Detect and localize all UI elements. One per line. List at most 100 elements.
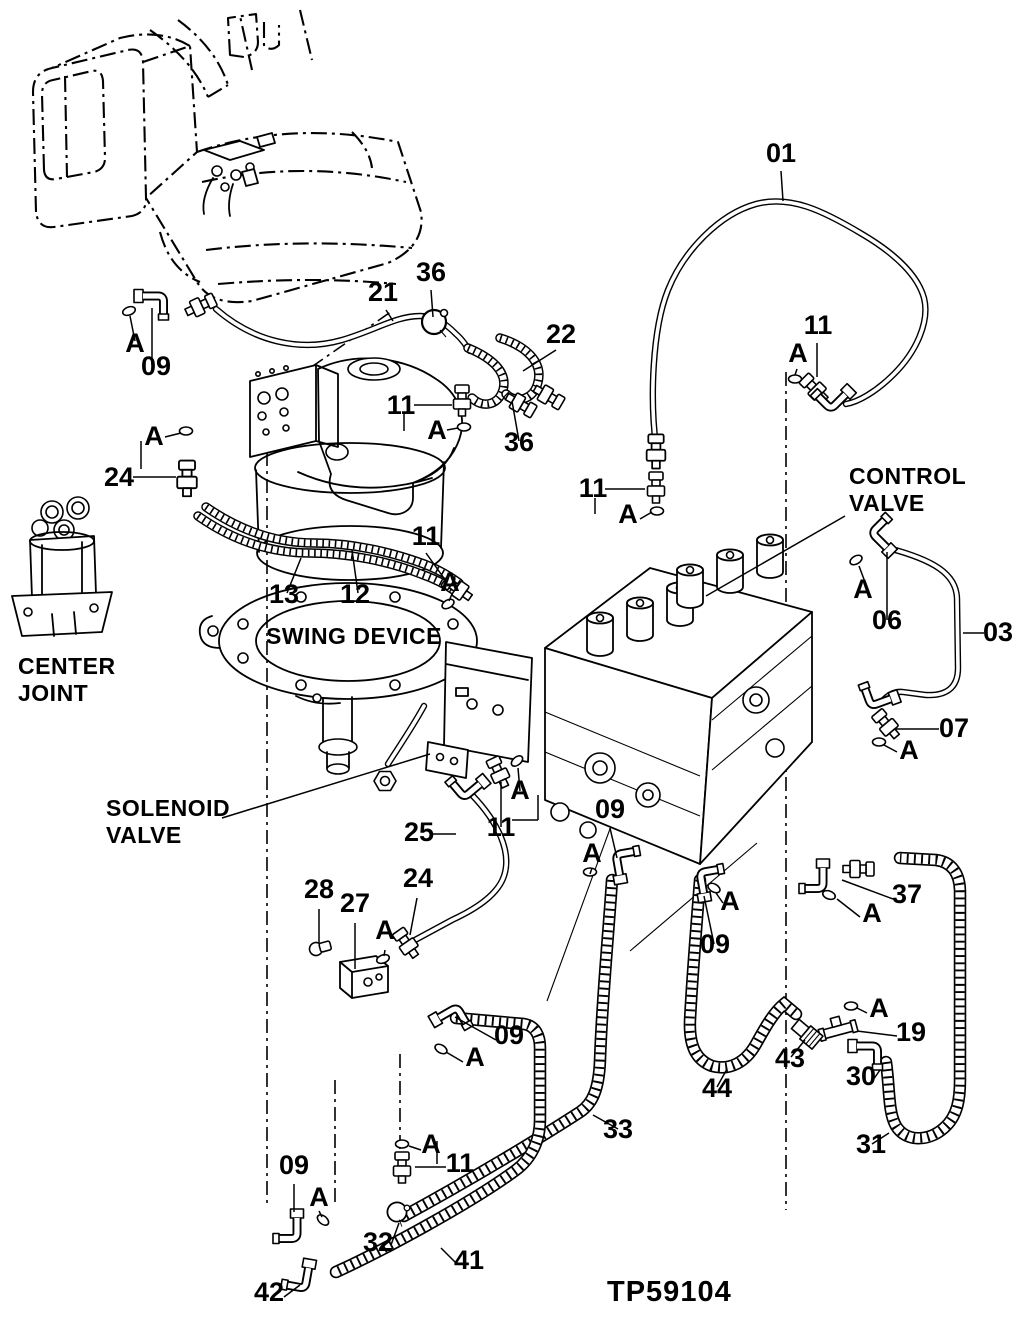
hose-44 [685,879,799,1072]
callout-01: 01 [766,138,796,168]
detail-marker-A: A [788,338,808,368]
hose-41 [331,1013,545,1277]
fitting-11f [392,1151,412,1184]
callout-07: 07 [939,713,969,743]
callout-03: 03 [983,617,1013,647]
detail-marker-A: A [144,421,164,451]
callout-41: 41 [454,1245,484,1275]
hose-solenoid-drain [386,704,426,766]
hose-25 [413,793,509,942]
elbow-37 [799,859,830,894]
detail-marker-A: A [309,1182,329,1212]
callout-27: 27 [340,888,370,918]
elbow-03-end [858,673,901,713]
detail-marker-A: A [510,775,530,805]
detail-marker-A: A [427,415,447,445]
hose-13 [194,512,459,595]
detail-marker-A: A [720,886,740,916]
callout-11: 11 [387,390,416,420]
callout-11: 11 [804,310,833,340]
detail-marker-A: A [899,735,919,765]
callout-09: 09 [700,929,730,959]
callout-13: 13 [269,579,299,609]
elbow-42 [280,1255,316,1294]
hose-21 [214,307,472,353]
hose-22a [466,344,508,408]
callout-19: 19 [896,1017,926,1047]
plug-28 [307,938,333,958]
fitting-24b [390,925,424,962]
detail-marker-A: A [375,915,395,945]
callout-31: 31 [856,1129,886,1159]
callout-37: 37 [892,879,922,909]
detail-marker-A: A [125,328,145,358]
callout-32: 32 [363,1227,393,1257]
callout-11: 11 [579,473,608,503]
detail-marker-A: A [465,1042,485,1072]
hex-fitting [373,770,397,792]
detail-marker-A: A [862,898,882,928]
callout-21: 21 [368,277,398,307]
clamp-32 [382,1198,412,1228]
detail-marker-A: A [869,993,889,1023]
control-valve [544,533,813,865]
solenoid-valve-block [425,741,469,779]
pump-detail [202,132,276,217]
callout-11: 11 [412,521,441,551]
doc-code: TP59104 [607,1276,732,1308]
machine-outline [31,9,423,304]
callout-44: 44 [702,1073,732,1103]
swing-device-label: SWING DEVICE [266,623,442,649]
callout-25: 25 [404,817,434,847]
fitting-01-end [645,433,667,470]
block-27 [339,955,389,999]
callout-33: 33 [603,1114,633,1144]
leader-lines [129,170,984,1298]
callout-09: 09 [279,1150,309,1180]
detail-marker-A: A [853,574,873,604]
callout-24: 24 [104,462,134,492]
callout-36: 36 [504,427,534,457]
hoses-smooth [212,198,962,944]
fittings [120,290,910,1295]
detail-marker-A: A [440,567,460,597]
hose-31 [881,853,965,1143]
callout-12: 12 [340,579,370,609]
elbow-09-bottomleft [273,1209,304,1244]
fitting-11d [646,471,666,504]
clamp-36 [420,308,449,339]
callout-09: 09 [595,794,625,824]
hose-33 [401,879,617,1221]
callout-36: 36 [416,257,446,287]
detail-marker-A: A [421,1129,441,1159]
center-joint [11,496,113,637]
callout-11: 11 [446,1148,475,1178]
detail-marker-A: A [618,499,638,529]
hose-01 [651,199,928,448]
swing-device [198,357,533,779]
fitting-37-adapter [842,859,875,879]
hoses-corrugated [193,333,967,1279]
elbow-09-cv-left [609,846,645,885]
callout-06: 06 [872,605,902,635]
callout-09: 09 [494,1020,524,1050]
callout-11: 11 [487,812,516,842]
callout-42: 42 [254,1277,284,1307]
fitting-24a [176,459,198,498]
callout-28: 28 [304,874,334,904]
hose-01 [649,198,929,450]
callout-09: 09 [141,351,171,381]
fitting-21-end [182,290,219,321]
elbow-01-end [810,371,856,417]
callout-43: 43 [775,1043,805,1073]
callout-30: 30 [846,1061,876,1091]
detail-marker-A: A [582,838,602,868]
hose-12 [202,503,463,587]
callout-22: 22 [546,319,576,349]
